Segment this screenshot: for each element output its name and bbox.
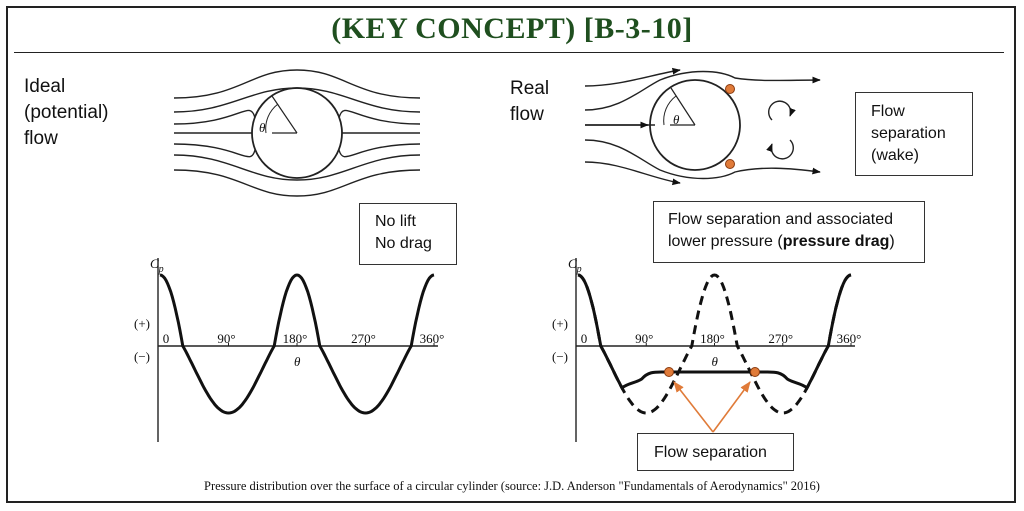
- x-tick-label: 0: [163, 331, 170, 346]
- streamline: [584, 161, 681, 186]
- flow-separation-box: Flow separation: [637, 433, 794, 471]
- x-tick-label: 180°: [700, 331, 725, 346]
- no-drag-text: No drag: [375, 235, 432, 252]
- radius-line: [670, 87, 696, 126]
- x-tick-label: 360°: [837, 331, 862, 346]
- cylinder: [649, 79, 741, 171]
- x-axis-label: θ: [712, 354, 719, 369]
- wake-box: Flow separation (wake): [855, 92, 973, 176]
- ideal-flow-label-line: flow: [24, 128, 58, 149]
- y-axis-label: Cp: [568, 256, 582, 275]
- streamline: [584, 139, 821, 180]
- x-tick-label: 0: [581, 331, 588, 346]
- no-lift-text: No lift: [375, 213, 416, 230]
- separation-point-marker: [725, 84, 735, 94]
- wake-box-line: (wake): [871, 147, 920, 164]
- ideal-flow-diagram: [173, 69, 421, 197]
- streamline: [338, 143, 421, 158]
- flow-separation-text: Flow separation: [654, 444, 767, 461]
- x-tick-label: 360°: [420, 331, 445, 346]
- separation-arrow: [712, 381, 751, 433]
- streamline: [173, 109, 256, 125]
- pressure-drag-box: Flow separation and associated lower pre…: [653, 201, 925, 263]
- separation-arrow: [673, 381, 714, 433]
- x-tick-label: 270°: [768, 331, 793, 346]
- wake-vortex: [768, 100, 796, 121]
- streamline: [173, 87, 421, 113]
- x-axis-label: θ: [294, 354, 301, 369]
- real-flow-label: Real flow: [510, 76, 549, 128]
- y-tick-label: (+): [134, 316, 150, 331]
- title-divider: [14, 52, 1004, 53]
- x-tick-label: 90°: [217, 331, 235, 346]
- y-axis-label: Cp: [150, 256, 164, 275]
- streamline: [173, 169, 421, 197]
- streamline: [584, 67, 681, 87]
- wake-box-line: separation: [871, 125, 946, 142]
- pressure-drag-suffix: ): [889, 233, 895, 250]
- wake-vortex: [766, 139, 794, 160]
- real-flow-diagram: [584, 67, 821, 186]
- slide-frame: [6, 6, 1016, 503]
- streamline: [173, 69, 421, 99]
- theta-arc: [265, 103, 279, 134]
- cp-curve-ideal: [159, 273, 435, 415]
- real-flow-label-line: Real: [510, 78, 550, 99]
- separation-point-marker: [750, 367, 760, 377]
- streamline: [173, 143, 256, 158]
- streamline: [173, 154, 421, 181]
- pressure-drag-line2: lower pressure (pressure drag): [668, 231, 924, 253]
- ideal-flow-label: Ideal (potential) flow: [24, 74, 109, 152]
- radius-line: [271, 95, 298, 134]
- separation-point-marker: [725, 159, 735, 169]
- cp-chart-real: Cp (+) (−) 0 90° 180° 270° 360° θ: [552, 256, 861, 442]
- ideal-flow-label-line: (potential): [24, 102, 109, 123]
- wake-box-line: Flow: [871, 103, 905, 120]
- pressure-drag-line1: Flow separation and associated: [668, 211, 894, 228]
- pressure-drag-bold: pressure drag: [782, 233, 890, 250]
- no-lift-no-drag-box: No lift No drag: [359, 203, 457, 265]
- x-tick-label: 270°: [351, 331, 376, 346]
- theta-symbol: θ: [259, 120, 266, 135]
- cp-curve-ideal-dashed: [577, 273, 852, 415]
- real-flow-label-line: flow: [510, 104, 544, 125]
- streamline: [584, 70, 821, 111]
- x-tick-label: 180°: [283, 331, 308, 346]
- streamline: [338, 109, 421, 125]
- theta-symbol: θ: [673, 112, 680, 127]
- cylinder: [251, 87, 343, 179]
- y-tick-label: (−): [552, 349, 568, 364]
- theta-arc: [663, 95, 677, 126]
- y-tick-label: (−): [134, 349, 150, 364]
- cp-chart-ideal: Cp (+) (−) 0 90° 180° 270° 360° θ: [134, 256, 444, 442]
- pressure-drag-prefix: lower pressure (: [668, 233, 783, 250]
- y-tick-label: (+): [552, 316, 568, 331]
- cp-curve-real: [577, 273, 852, 391]
- figure-caption: Pressure distribution over the surface o…: [204, 479, 820, 493]
- ideal-flow-label-line: Ideal: [24, 76, 66, 97]
- x-tick-label: 90°: [635, 331, 653, 346]
- separation-point-marker: [664, 367, 674, 377]
- slide-title: (KEY CONCEPT) [B-3-10]: [331, 12, 693, 45]
